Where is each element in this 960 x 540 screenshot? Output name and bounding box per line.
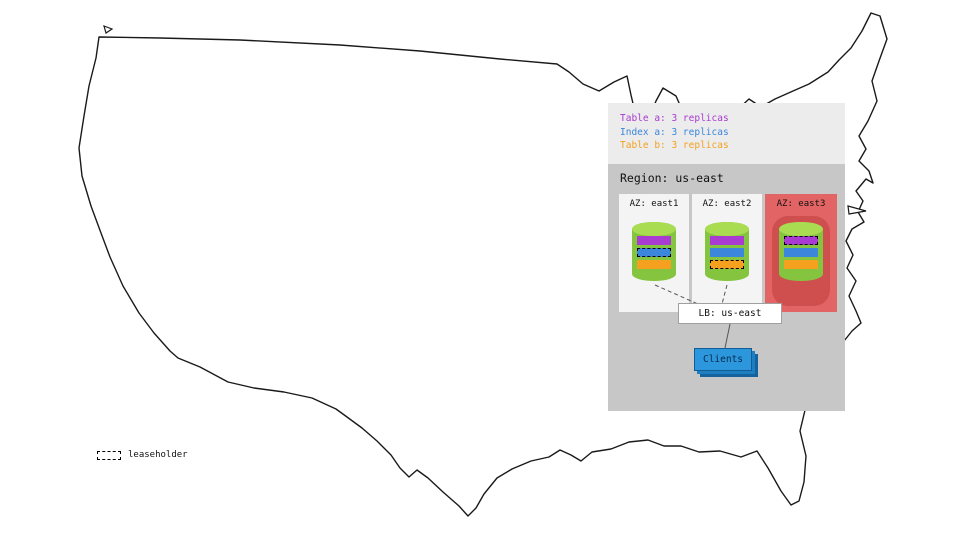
replica-bar-table-a <box>784 236 818 245</box>
replica-bar-table-b <box>637 260 671 269</box>
database-cylinder-east1 <box>630 220 678 284</box>
replica-bar-index-a <box>710 248 744 257</box>
clients-stack-front: Clients <box>694 348 752 371</box>
replica-bar-table-b <box>784 260 818 269</box>
replica-bar-table-a <box>710 236 744 245</box>
region-title: Region: us-east <box>620 171 724 185</box>
island-long-island <box>847 205 867 215</box>
leaseholder-legend-label: leaseholder <box>128 450 188 460</box>
cylinder-top <box>632 222 676 236</box>
region-panel: Region: us-east AZ: east1 AZ: east2 <box>608 164 845 411</box>
replica-bar-table-b <box>710 260 744 269</box>
cylinder-top <box>779 222 823 236</box>
database-cylinder-east2 <box>703 220 751 284</box>
cylinder-top <box>705 222 749 236</box>
clients-box: Clients <box>694 348 760 379</box>
lb-to-clients-line <box>724 323 731 349</box>
leaseholder-legend: leaseholder <box>97 450 188 460</box>
database-cylinder-east3 <box>777 220 825 284</box>
az-east1-label: AZ: east1 <box>629 199 679 209</box>
replica-legend-panel: Table a: 3 replicas Index a: 3 replicas … <box>608 103 845 164</box>
load-balancer: LB: us-east <box>678 303 782 324</box>
az-east1: AZ: east1 <box>619 194 689 312</box>
legend-item-index-a: Index a: 3 replicas <box>620 126 729 138</box>
legend-item-table-a: Table a: 3 replicas <box>620 113 729 124</box>
az-east3: AZ: east3 <box>765 194 837 312</box>
leaseholder-swatch-icon <box>97 450 121 460</box>
replica-bar-index-a <box>637 248 671 257</box>
az-east2: AZ: east2 <box>692 194 762 312</box>
az-east2-label: AZ: east2 <box>702 199 752 209</box>
island-puget-sound <box>103 25 114 34</box>
legend-item-table-b: Table b: 3 replicas <box>620 140 729 151</box>
replica-bar-index-a <box>784 248 818 257</box>
az-east3-label: AZ: east3 <box>776 199 826 209</box>
replica-bar-table-a <box>637 236 671 245</box>
